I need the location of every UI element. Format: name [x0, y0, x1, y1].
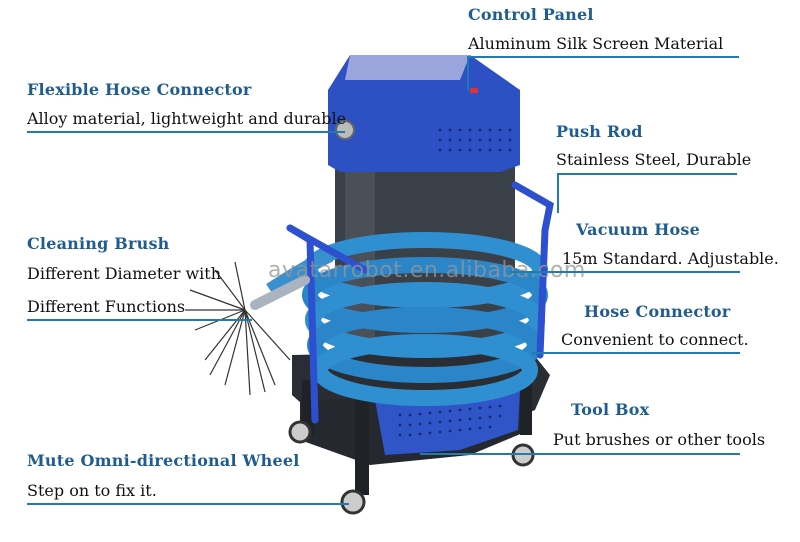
tool-box	[375, 390, 520, 455]
flexible-hose-connector-leader	[27, 131, 345, 133]
tool-box-desc: Put brushes or other tools	[553, 430, 766, 449]
control-panel-desc: Aluminum Silk Screen Material	[468, 34, 724, 53]
wheel-title: Mute Omni-directional Wheel	[27, 451, 300, 470]
cleaning-brush-leader	[27, 319, 252, 321]
control-panel-leader-vertical	[467, 56, 469, 90]
cleaning-brush-desc-line1: Different Diameter with	[27, 264, 222, 283]
wheel-desc: Step on to fix it.	[27, 481, 157, 500]
tool-box-leader	[420, 453, 740, 455]
hose-connector-desc: Convenient to connect.	[561, 330, 749, 349]
push-rod-leader-vertical	[557, 173, 559, 213]
push-rod-desc: Stainless Steel, Durable	[556, 150, 752, 169]
vacuum-hose-leader	[510, 271, 740, 273]
watermark: avatarrobot.en.alibaba.com	[268, 258, 586, 283]
flexible-hose-connector-title: Flexible Hose Connector	[27, 80, 252, 99]
flexible-hose-connector-desc: Alloy material, lightweight and durable	[27, 109, 347, 128]
hose-connector-title: Hose Connector	[584, 302, 731, 321]
control-panel-leader	[467, 56, 739, 58]
vacuum-hose-desc: 15m Standard. Adjustable.	[562, 249, 779, 268]
push-rod	[286, 181, 554, 424]
control-head	[328, 55, 520, 172]
wheel-leader	[27, 503, 349, 505]
cleaning-brush	[185, 261, 310, 396]
cleaning-brush-title: Cleaning Brush	[27, 234, 170, 253]
tool-box-title: Tool Box	[571, 400, 650, 419]
cleaning-brush-desc-line2: Different Functions	[27, 297, 186, 316]
vacuum-hose-title: Vacuum Hose	[576, 220, 700, 239]
wheel	[288, 420, 535, 515]
push-rod-leader	[557, 173, 737, 175]
control-panel-title: Control Panel	[468, 5, 594, 24]
push-rod-title: Push Rod	[556, 122, 643, 141]
hose-connector-leader	[532, 352, 740, 354]
